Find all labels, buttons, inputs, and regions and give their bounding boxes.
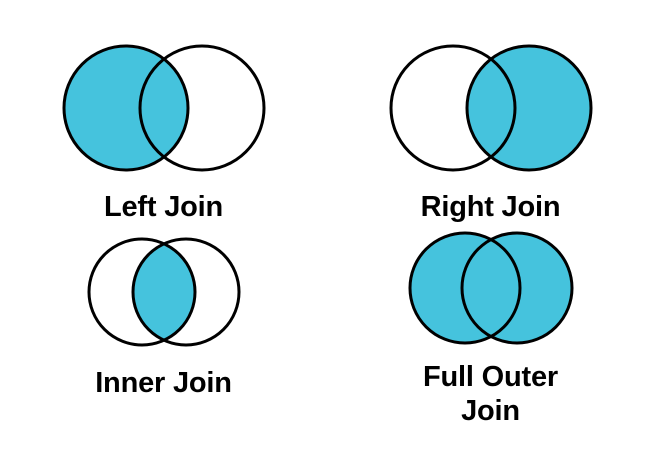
left-circle-outline bbox=[87, 237, 196, 347]
inner-join-venn bbox=[87, 237, 240, 347]
inner-join-label: Inner Join bbox=[95, 367, 232, 399]
right-circle-outline bbox=[465, 44, 592, 172]
right-join-venn bbox=[389, 44, 592, 172]
right-join-label: Right Join bbox=[420, 191, 561, 223]
diagram-cell-full-outer-join: Full Outer Join bbox=[327, 228, 654, 474]
left-circle-outline bbox=[408, 231, 521, 345]
left-join-venn bbox=[62, 44, 265, 172]
full-outer-join-venn bbox=[408, 231, 573, 345]
overlap-region bbox=[466, 46, 515, 170]
left-circle-outline bbox=[62, 44, 189, 172]
right-set-region bbox=[461, 233, 572, 343]
overlap-region bbox=[139, 46, 188, 170]
right-circle-outline bbox=[138, 44, 265, 172]
overlap-region bbox=[132, 239, 195, 345]
diagram-cell-inner-join: Inner Join bbox=[0, 228, 327, 474]
left-join-label: Left Join bbox=[103, 191, 224, 223]
diagram-cell-right-join: Right Join bbox=[327, 0, 654, 228]
full-outer-join-label: Full Outer Join bbox=[423, 361, 558, 428]
diagram-cell-left-join: Left Join bbox=[0, 0, 327, 228]
right-circle-outline bbox=[131, 237, 240, 347]
right-circle-outline bbox=[460, 231, 573, 345]
left-circle-outline bbox=[389, 44, 516, 172]
